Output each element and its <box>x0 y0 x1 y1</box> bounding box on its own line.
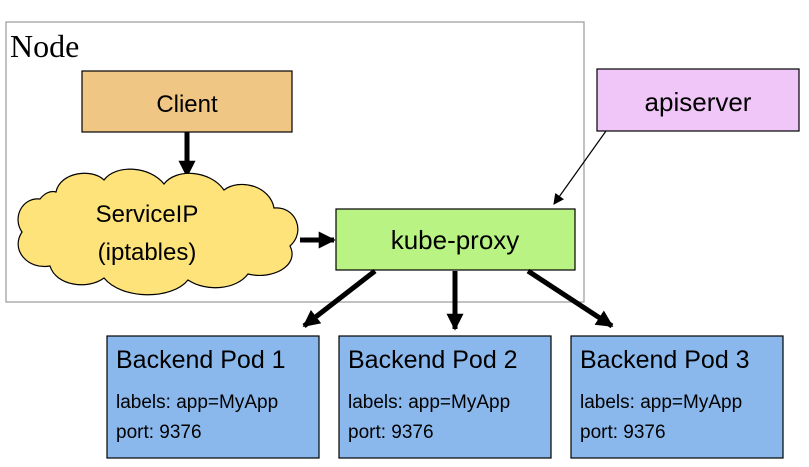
backend-pod-3-port: port: 9376 <box>580 422 666 443</box>
serviceip-sublabel: (iptables) <box>98 239 197 266</box>
backend-pod-2-title: Backend Pod 2 <box>348 346 518 374</box>
serviceip-label: ServiceIP <box>96 201 199 228</box>
backend-pod-3-box <box>570 335 784 459</box>
kube-proxy-label: kube-proxy <box>391 225 520 255</box>
backend-pod-3-labels: labels: app=MyApp <box>580 392 742 413</box>
client-label: Client <box>156 91 218 118</box>
kubeproxy-to-pod3-arrow <box>526 268 614 329</box>
backend-pod-3-title: Backend Pod 3 <box>580 346 750 374</box>
node-label: Node <box>10 28 79 64</box>
backend-pod-2-box <box>338 335 552 459</box>
apiserver-to-kubeproxy-arrow <box>553 130 607 205</box>
backend-pod-2-port: port: 9376 <box>348 422 434 443</box>
backend-pod-1-port: port: 9376 <box>116 422 202 443</box>
kubeproxy-to-pod1-arrow <box>302 269 377 328</box>
serviceip-cloud <box>17 168 299 296</box>
apiserver-box <box>596 68 800 132</box>
apiserver-label: apiserver <box>645 87 752 117</box>
backend-pod-1-title: Backend Pod 1 <box>116 346 286 374</box>
client-box <box>81 70 293 133</box>
backend-pod-2-labels: labels: app=MyApp <box>348 392 510 413</box>
kube-proxy-box <box>335 208 576 271</box>
backend-pod-1-labels: labels: app=MyApp <box>116 392 278 413</box>
backend-pod-1-box <box>106 335 320 459</box>
